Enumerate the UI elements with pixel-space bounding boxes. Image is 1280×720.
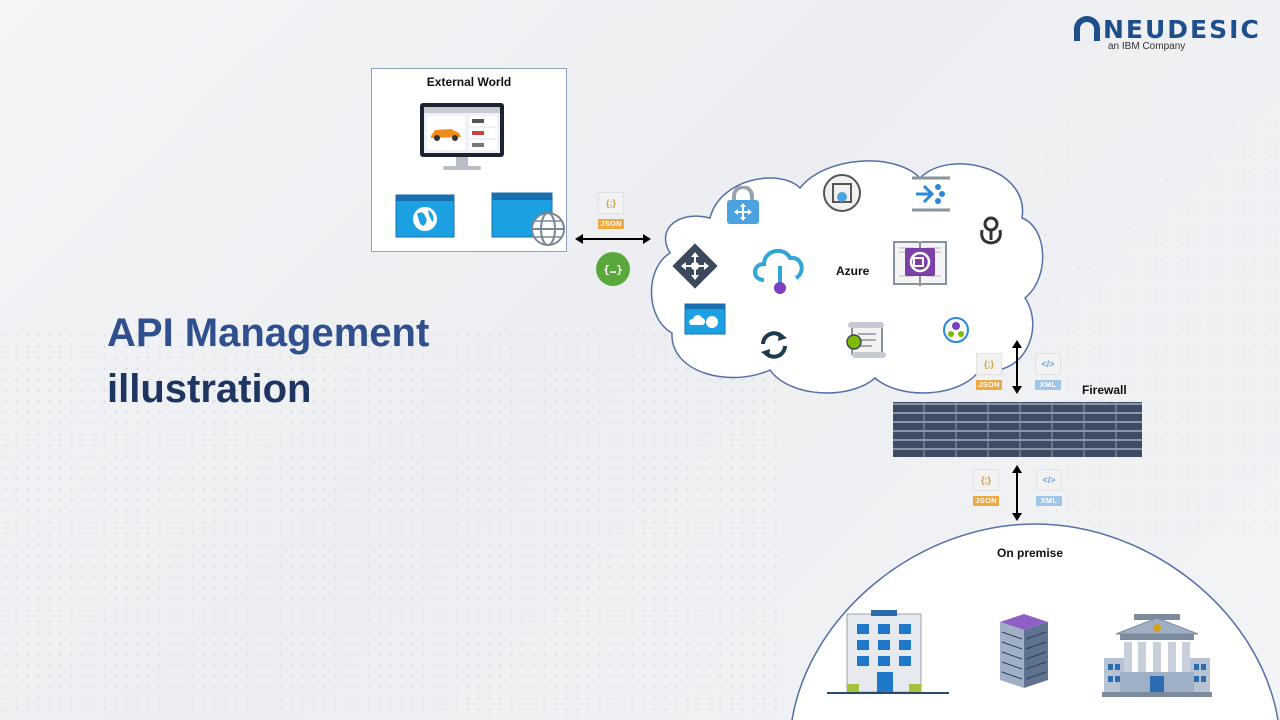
service-bus-icon: [980, 216, 1002, 245]
neudesic-logo: NEUDESIC an IBM Company: [1073, 14, 1259, 54]
firewall-mortar-lines: [893, 402, 1142, 457]
json-doc-icon: {;}: [598, 192, 624, 214]
azure-label: Azure: [836, 264, 870, 278]
title-line-1: API Management: [107, 311, 430, 355]
user-group-icon: [943, 317, 969, 343]
arrows-lock-icon: [727, 186, 759, 224]
json-doc-icon-lower: {;}: [973, 469, 999, 491]
logic-scroll-icon: [846, 322, 886, 358]
external-world-box: External World: [371, 68, 567, 252]
directions-icon: [823, 174, 861, 212]
external-world-label: External World: [426, 75, 512, 89]
background-dot-pattern: [0, 330, 780, 720]
background-dot-pattern-right: [1040, 120, 1280, 540]
browser-web-icon: [491, 192, 565, 246]
xml-doc-icon-upper: </>: [1035, 353, 1061, 375]
logo-subtitle: an IBM Company: [1108, 41, 1186, 52]
office-building-icon: [827, 610, 949, 694]
json-tag-upper: JSON: [976, 380, 1002, 390]
sync-icon: [761, 331, 787, 359]
xml-tag-upper: XML: [1035, 380, 1061, 390]
connector-icon: [912, 176, 950, 212]
firewall-label: Firewall: [1082, 383, 1127, 397]
xml-doc-icon-lower: </>: [1036, 469, 1062, 491]
vertical-arrow-lower-icon: [1012, 465, 1022, 521]
monitor-car-app-icon: [420, 103, 504, 170]
xml-tag-lower: XML: [1036, 496, 1062, 506]
title-line-2: illustration: [107, 367, 312, 411]
book-api-icon: [893, 241, 947, 287]
api-green-icon: {…}: [596, 252, 630, 286]
bank-building-icon: [1102, 614, 1212, 697]
on-premise-label: On premise: [997, 546, 1064, 560]
browser-cloud-icon: [684, 303, 726, 335]
cloud-service-icon: [753, 248, 804, 294]
api-management-icon: [672, 243, 718, 289]
api-glyph: {…}: [603, 263, 623, 276]
page-title: API Management illustration: [107, 305, 429, 417]
vertical-arrow-upper-icon: [1012, 340, 1022, 394]
json-doc-icon-upper: {;}: [976, 353, 1002, 375]
json-tag-lower: JSON: [973, 496, 999, 506]
json-tag: JSON: [598, 219, 624, 229]
bidirectional-arrow-icon: [575, 234, 651, 244]
logo-wordmark: NEUDESIC: [1103, 15, 1261, 44]
browser-globe-icon: [395, 194, 455, 238]
logo-arch-icon: [1074, 16, 1100, 41]
tower-building-icon: [1000, 614, 1048, 688]
